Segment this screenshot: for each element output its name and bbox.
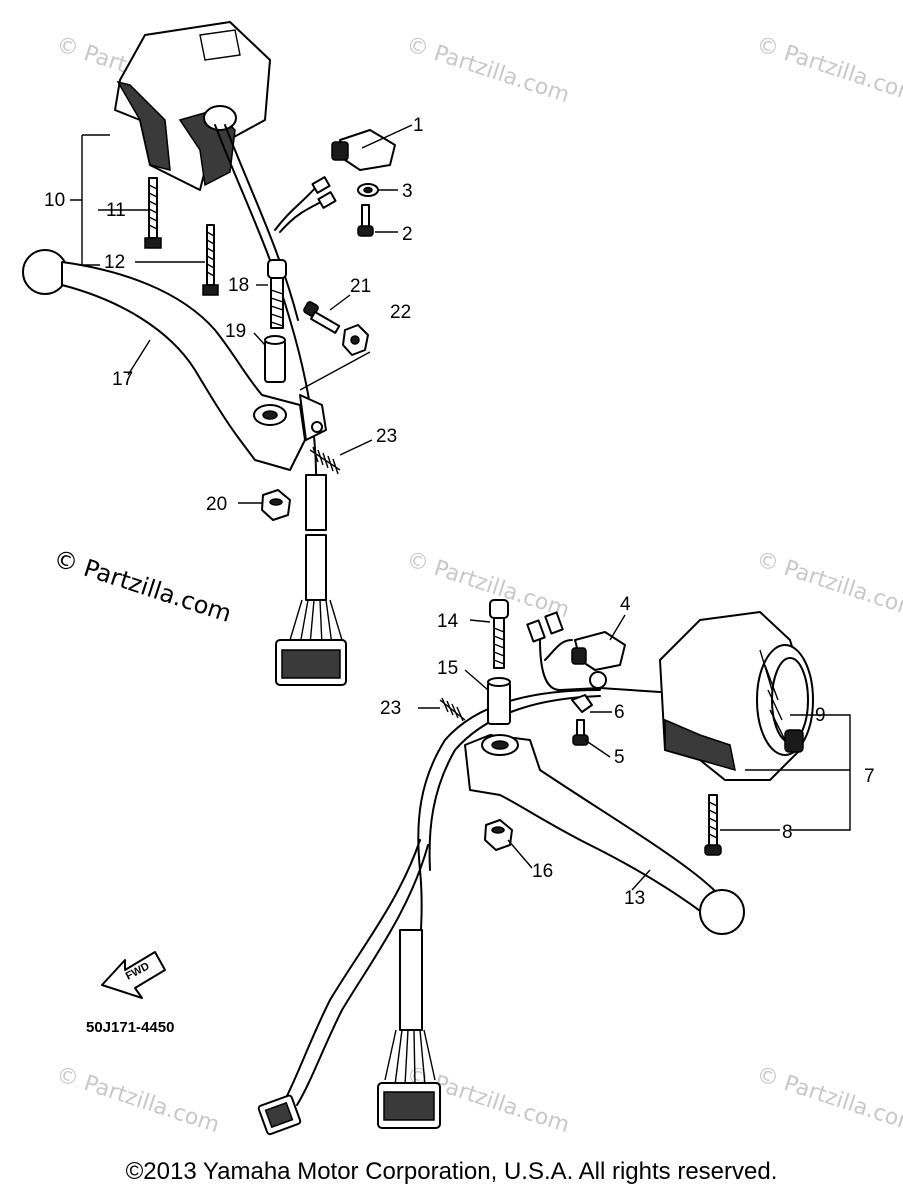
callout-23-right: 23 <box>380 698 401 719</box>
callout-4: 4 <box>620 594 631 615</box>
watermarks: © Partzilla.com © Partzilla.com © Partzi… <box>50 32 903 1138</box>
left-bolt-11 <box>144 177 162 249</box>
callout-6: 6 <box>614 702 625 723</box>
callout-17: 17 <box>112 369 133 390</box>
watermark: © Partzilla.com <box>753 547 903 623</box>
callout-19: 19 <box>225 321 246 342</box>
leader-lines <box>70 124 851 891</box>
washer-3 <box>357 183 379 197</box>
callout-11: 11 <box>106 200 126 221</box>
callout-22: 22 <box>390 302 411 323</box>
left-switch-housing <box>114 21 271 191</box>
callout-7: 7 <box>864 766 875 787</box>
right-switch-part-4 <box>571 631 626 689</box>
callout-3: 3 <box>402 181 413 202</box>
bolt-14 <box>489 599 509 669</box>
callout-13: 13 <box>624 888 645 909</box>
callout-1: 1 <box>413 115 424 136</box>
right-switch-wires <box>544 639 573 661</box>
callout-2: 2 <box>402 224 413 245</box>
callout-21: 21 <box>350 276 371 297</box>
watermark: © Partzilla.com <box>403 547 572 623</box>
callout-5: 5 <box>614 747 625 768</box>
leader-22 <box>299 351 371 391</box>
callout-14: 14 <box>437 611 459 632</box>
callout-20: 20 <box>206 494 227 515</box>
collar-15 <box>487 677 511 725</box>
screw-2 <box>357 204 374 237</box>
watermark: © Partzilla.com <box>403 32 572 108</box>
right-connector-b <box>257 1094 302 1136</box>
callout-18: 18 <box>228 275 249 296</box>
collar-19 <box>264 335 286 383</box>
left-switch-part-1 <box>331 129 396 171</box>
callout-12: 12 <box>104 252 125 273</box>
left-bolt-12 <box>202 224 219 296</box>
callout-15: 15 <box>437 658 458 679</box>
nut-22 <box>342 324 369 356</box>
bolt-8 <box>704 794 722 856</box>
washer-6 <box>571 694 593 713</box>
left-lever-17 <box>22 249 327 471</box>
nut-20 <box>261 489 291 521</box>
callout-16: 16 <box>532 861 553 882</box>
watermark: © Partzilla.com <box>753 32 903 108</box>
callout-23-left: 23 <box>376 426 397 447</box>
bolt-18 <box>267 259 287 329</box>
left-switch-wires <box>274 184 319 231</box>
screw-5 <box>572 719 589 746</box>
callout-9: 9 <box>815 705 826 726</box>
callout-10: 10 <box>44 190 65 211</box>
copyright-notice: ©2013 Yamaha Motor Corporation, U.S.A. A… <box>125 1158 778 1185</box>
callouts: 1 3 2 10 11 12 18 21 22 19 17 23 20 4 14… <box>44 115 875 909</box>
fwd-arrow-icon: FWD <box>101 951 166 999</box>
left-connector <box>275 474 347 686</box>
watermark: © Partzilla.com <box>53 1062 222 1138</box>
watermark: © Partzilla.com <box>753 1062 903 1138</box>
diagram-code: 50J171-4450 <box>86 1019 174 1036</box>
right-switch-housing <box>659 611 814 781</box>
spring-23-left <box>309 446 341 475</box>
spring-23-right <box>439 697 466 722</box>
right-connector-a <box>377 929 441 1129</box>
callout-8: 8 <box>782 822 793 843</box>
right-harness-branch <box>284 839 421 1101</box>
screw-21 <box>303 301 341 334</box>
watermark-main: © Partzilla.com <box>50 544 235 628</box>
right-lever-13 <box>464 734 745 935</box>
nut-16 <box>484 819 513 851</box>
